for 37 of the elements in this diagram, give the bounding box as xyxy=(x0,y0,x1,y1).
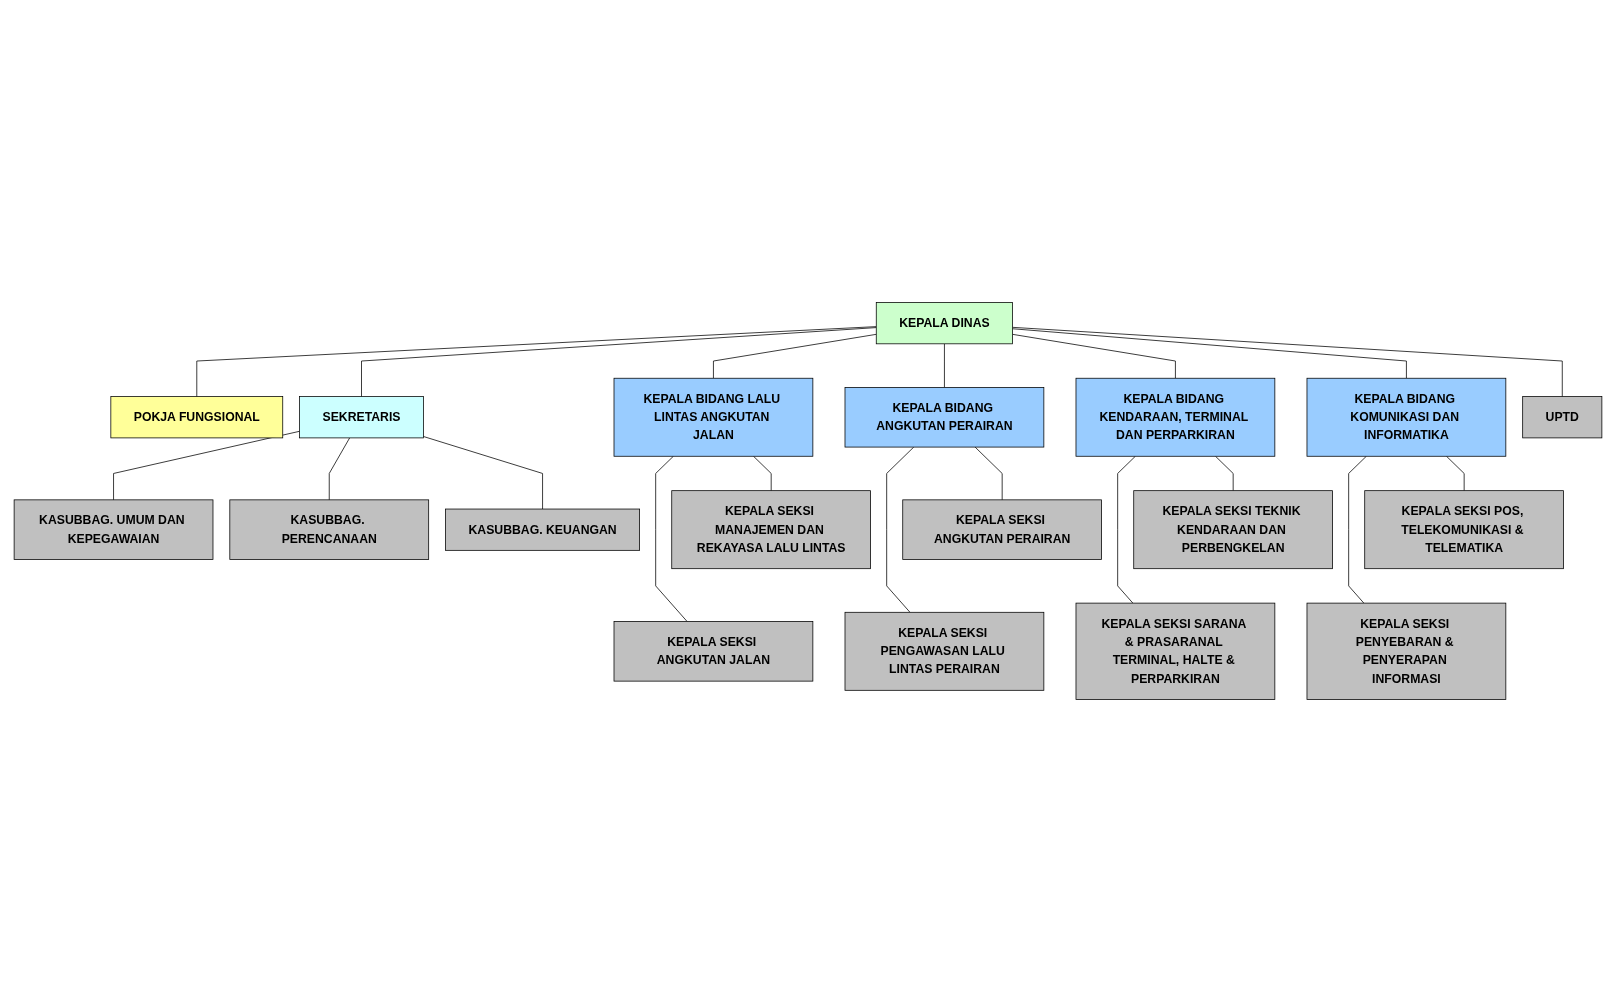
connector xyxy=(712,333,877,379)
connector xyxy=(422,435,543,509)
node-box: KEPALA DINAS xyxy=(875,301,1013,344)
connector xyxy=(1011,326,1563,397)
connector xyxy=(1011,333,1176,379)
connector xyxy=(1214,455,1234,491)
node-box: KASUBBAG. KEUANGAN xyxy=(444,508,640,551)
connector xyxy=(360,326,877,397)
node-box: KASUBBAG. PERENCANAAN xyxy=(228,498,429,560)
node-box: KEPALA SEKSI ANGKUTAN PERAIRAN xyxy=(901,498,1102,560)
node-box: KEPALA SEKSI SARANA & PRASARANAL TERMINAL, HALTE & PERPARKIRAN xyxy=(1075,602,1275,700)
node-box: KEPALA SEKSI ANGKUTAN JALAN xyxy=(613,620,813,681)
node-box: KEPALA SEKSI MANAJEMEN DAN REKAYASA LALU LINTAS xyxy=(670,489,871,569)
node-box: KEPALA SEKSI TEKNIK KENDARAAN DAN PERBENGKELAN xyxy=(1132,489,1333,569)
node-box: UPTD xyxy=(1521,395,1602,438)
connector xyxy=(112,430,300,500)
connector xyxy=(195,325,877,397)
connector xyxy=(752,455,772,491)
node-box: KEPALA SEKSI PENGAWASAN LALU LINTAS PERAIRAN xyxy=(844,611,1044,691)
connector xyxy=(1347,455,1367,603)
connector xyxy=(1445,455,1465,491)
connector xyxy=(328,437,350,500)
node-box: KEPALA SEKSI PENYEBARAN & PENYERAPAN INFORMASI xyxy=(1306,602,1506,700)
node-box: KEPALA BIDANG ANGKUTAN PERAIRAN xyxy=(844,386,1044,447)
node-box: KEPALA BIDANG KENDARAAN, TERMINAL DAN PERPARKIRAN xyxy=(1075,377,1275,457)
connector xyxy=(654,455,687,622)
node-box: KEPALA SEKSI POS, TELEKOMUNIKASI & TELEMATIKA xyxy=(1363,489,1564,569)
connector xyxy=(943,342,945,388)
node-box: KEPALA BIDANG KOMUNIKASI DAN INFORMATIKA xyxy=(1306,377,1506,457)
node-box: POKJA FUNGSIONAL xyxy=(109,395,283,438)
node-box: SEKRETARIS xyxy=(298,395,424,438)
connector xyxy=(1116,455,1136,603)
node-box: KEPALA BIDANG LALU LINTAS ANGKUTAN JALAN xyxy=(613,377,813,457)
connector xyxy=(974,446,1003,500)
connector xyxy=(1011,327,1407,379)
connector xyxy=(885,446,914,613)
node-box: KASUBBAG. UMUM DAN KEPEGAWAIAN xyxy=(13,498,213,560)
